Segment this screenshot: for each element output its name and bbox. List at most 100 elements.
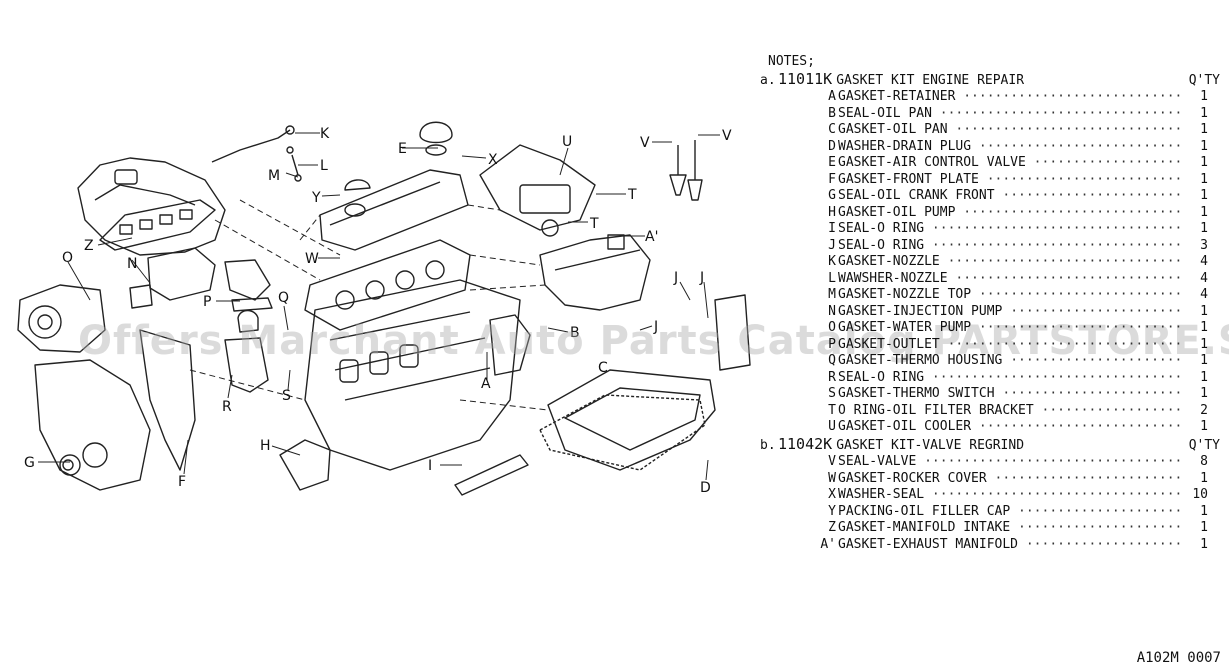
callout-p: P <box>203 294 211 310</box>
diagram-code: A102M 0007 <box>1136 650 1221 666</box>
part-name: WASHER-SEAL <box>838 487 1180 504</box>
part-qty: 1 <box>1200 353 1208 368</box>
water-pump <box>17 284 106 353</box>
part-qty: 1 <box>1200 204 1208 220</box>
injector-nozzle <box>211 129 291 163</box>
part-name: GASKET-NOZZLE <box>838 254 1180 271</box>
callout-i: I <box>428 458 432 474</box>
part-name: GASKET-OUTLET <box>838 337 1180 354</box>
part-letter: V <box>828 454 836 469</box>
part-qty: 1 <box>1200 386 1208 401</box>
engine-block <box>304 279 521 471</box>
part-row: TO RING-OIL FILTER BRACKET2 <box>760 403 1222 420</box>
part-qty: 2 <box>1200 402 1208 418</box>
part-qty: 1 <box>1200 520 1208 535</box>
part-qty: 1 <box>1200 419 1208 434</box>
part-qty: 1 <box>1200 89 1208 104</box>
part-name: SEAL-OIL CRANK FRONT <box>838 188 1180 205</box>
callout-x: X <box>488 152 498 168</box>
part-letter: S <box>828 386 836 401</box>
part-letter: K <box>828 254 836 269</box>
part-qty: 1 <box>1200 303 1208 319</box>
kit-qhead: Q'TY <box>1188 72 1220 88</box>
part-qty: 4 <box>1200 254 1208 269</box>
part-qty: 3 <box>1200 237 1208 253</box>
callout-u: U <box>562 134 572 150</box>
part-letter: I <box>828 221 836 236</box>
kit-prefix: a. <box>760 72 776 88</box>
part-name: GASKET-OIL PUMP <box>838 205 1180 222</box>
front-plate <box>34 359 151 491</box>
callout-l: L <box>320 158 328 174</box>
kit-name: GASKET KIT-VALVE REGRIND <box>836 437 1025 453</box>
callout-c: C <box>598 360 608 376</box>
callout-q: Q <box>278 290 289 306</box>
part-name: WAWSHER-NOZZLE <box>838 271 1180 288</box>
part-letter: A <box>828 89 836 104</box>
part-letter: C <box>828 122 836 137</box>
part-name: SEAL-OIL PAN <box>838 106 1180 123</box>
part-name: GASKET-WATER PUMP <box>838 320 1180 337</box>
callout-t1: T <box>627 187 637 203</box>
notes-title: NOTES; <box>768 54 815 69</box>
callout-y: Y <box>311 190 321 206</box>
callout-r: R <box>222 399 232 415</box>
part-letter: D <box>828 138 836 154</box>
part-letter: L <box>828 270 836 286</box>
part-qty: 1 <box>1200 320 1208 335</box>
part-name: GASKET-OIL PAN <box>838 122 1180 139</box>
part-letter: O <box>828 320 836 335</box>
part-letter: X <box>828 487 836 502</box>
part-qty: 4 <box>1200 287 1208 302</box>
part-name: GASKET-MANIFOLD INTAKE <box>838 520 1180 537</box>
part-name: GASKET-FRONT PLATE <box>838 172 1180 189</box>
part-qty: 4 <box>1200 270 1208 286</box>
part-qty: 1 <box>1200 105 1208 121</box>
callout-n: N <box>127 256 137 272</box>
callout-a: A <box>481 376 491 392</box>
part-name: WASHER-DRAIN PLUG <box>838 139 1180 156</box>
part-qty: 1 <box>1200 122 1208 137</box>
part-letter: W <box>828 470 836 486</box>
part-qty: 1 <box>1200 369 1208 385</box>
part-name: GASKET-AIR CONTROL VALVE <box>838 155 1180 172</box>
part-name: GASKET-THERMO SWITCH <box>838 386 1180 403</box>
part-row: A'GASKET-EXHAUST MANIFOLD1 <box>760 537 1222 554</box>
part-qty: 1 <box>1200 138 1208 154</box>
part-qty: 10 <box>1192 487 1208 502</box>
part-name: SEAL-VALVE <box>838 454 1180 471</box>
part-qty: 1 <box>1200 221 1208 236</box>
part-letter: U <box>828 419 836 434</box>
part-letter: R <box>828 369 836 385</box>
part-letter: N <box>828 303 836 319</box>
oil-cooler <box>479 144 596 231</box>
engine-gasket-exploded-diagram: K L M E X Y U T T V V A' W Z N O P Q J J… <box>17 121 751 496</box>
part-name: GASKET-RETAINER <box>838 89 1180 106</box>
callout-o: O <box>62 250 73 266</box>
kit-qhead: Q'TY <box>1188 437 1220 453</box>
callout-j1: J <box>673 270 678 286</box>
part-letter: F <box>828 171 836 187</box>
oil-pump <box>279 439 331 491</box>
part-name: GASKET-THERMO HOUSING <box>838 353 1180 370</box>
callout-h: H <box>260 438 271 454</box>
valve <box>669 145 687 196</box>
